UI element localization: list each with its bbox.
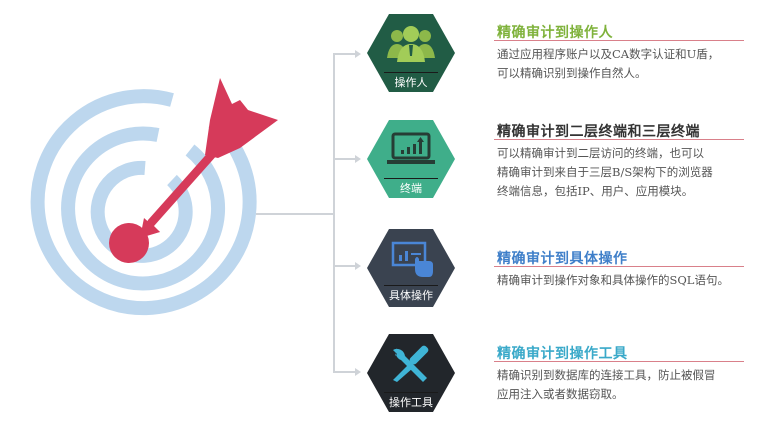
connector-branch-1 xyxy=(333,53,359,55)
people-icon xyxy=(387,26,435,62)
item-desc: 可以精确审计到二层访问的终端，也可以 精确审计到来自于三层B/S架构下的浏览器 … xyxy=(497,146,713,198)
item-title: 精确审计到操作人 xyxy=(497,25,613,41)
title-underline xyxy=(494,40,744,41)
hex-operator: 操作人 xyxy=(367,14,455,92)
hex-label: 操作人 xyxy=(394,76,428,89)
target-dart-icon xyxy=(30,78,278,316)
hex-terminal: 终端 xyxy=(367,120,455,198)
hex-tools: 操作工具 xyxy=(367,334,455,412)
item-desc: 精确审计到操作对象和具体操作的SQL语句。 xyxy=(497,273,729,287)
item-title: 精确审计到具体操作 xyxy=(497,251,628,267)
touch-screen-icon xyxy=(391,241,433,277)
hex-label: 具体操作 xyxy=(389,289,433,302)
laptop-chart-icon xyxy=(387,132,435,164)
title-underline xyxy=(494,139,744,140)
connector-branch-3 xyxy=(333,265,359,267)
item-title: 精确审计到操作工具 xyxy=(497,346,628,362)
hex-label: 终端 xyxy=(400,182,422,195)
connector-vertical xyxy=(333,53,335,373)
title-underline xyxy=(494,266,744,267)
item-title: 精确审计到二层终端和三层终端 xyxy=(497,124,700,140)
hex-label: 操作工具 xyxy=(389,396,433,409)
arrowhead-icons xyxy=(355,50,361,376)
item-desc: 通过应用程序账户以及CA数字认证和U盾， 可以精确识别到操作自然人。 xyxy=(497,47,720,80)
connector-branch-4 xyxy=(333,371,359,373)
connector-branch-2 xyxy=(333,158,359,160)
item-desc: 精确识别到数据库的连接工具，防止被假冒 应用注入或者数据窃取。 xyxy=(497,368,716,401)
hex-operation: 具体操作 xyxy=(367,229,455,307)
connector-horizontal xyxy=(256,213,334,215)
title-underline xyxy=(494,361,744,362)
tools-icon xyxy=(393,345,429,382)
